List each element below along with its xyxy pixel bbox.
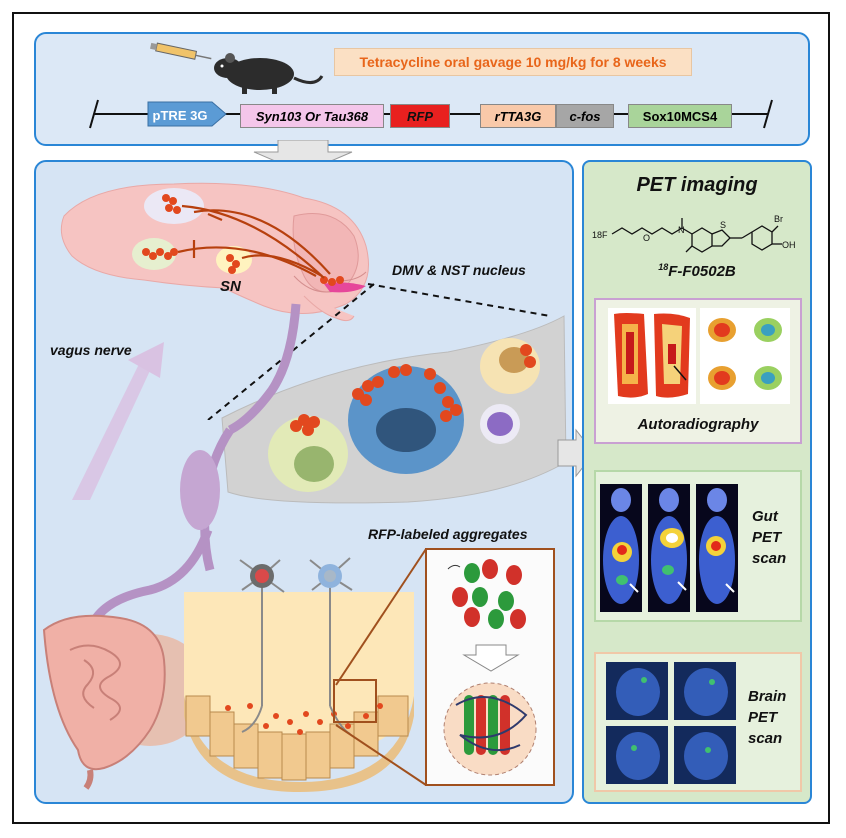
rfp-gene: RFP <box>390 104 450 128</box>
chem-n-label: N <box>678 225 685 235</box>
syn-tau-gene: Syn103 Or Tau368 <box>240 104 384 128</box>
dmv-nst-label: DMV & NST nucleus <box>392 262 526 278</box>
chem-f18-label: 18F <box>592 230 608 240</box>
treatment-banner <box>334 48 692 76</box>
autoradiography-images <box>608 308 790 404</box>
chem-o-label: O <box>643 233 650 243</box>
aggregate-inset <box>335 548 555 786</box>
nucleus-cells-illustration <box>221 315 567 504</box>
tracer-name: 18F-F0502B <box>658 262 736 280</box>
ptre3g-promoter: pTRE 3G <box>152 108 208 123</box>
chemical-structure: 18F O N S Br OH <box>592 214 796 253</box>
gut-pet-images <box>600 484 738 612</box>
brain-pet-images <box>606 662 736 784</box>
gut-illustration <box>42 614 200 790</box>
intestinal-epithelium-illustration <box>184 557 414 792</box>
brain-sagittal-illustration <box>60 182 369 322</box>
cfos-gene: c-fos <box>556 104 614 128</box>
mouse-syringe-icon <box>150 42 324 94</box>
pet-imaging-title: PET imaging <box>636 174 758 196</box>
sox10-gene: Sox10MCS4 <box>628 104 732 128</box>
treatment-text: Tetracycline oral gavage 10 mg/kg for 8 … <box>359 54 667 70</box>
sn-label: SN <box>220 278 241 295</box>
vagus-nerve-label: vagus nerve <box>50 342 132 358</box>
rtta3g-gene: rTTA3G <box>480 104 556 128</box>
vagus-nerve-illustration <box>72 303 301 630</box>
chem-br-label: Br <box>774 214 783 224</box>
autoradiography-label: Autoradiography <box>637 416 759 433</box>
aggregates-label: RFP-labeled aggregates <box>368 526 528 542</box>
chem-s-label: S <box>720 220 726 230</box>
zoom-lines <box>207 283 551 420</box>
chem-oh-label: OH <box>782 240 796 250</box>
